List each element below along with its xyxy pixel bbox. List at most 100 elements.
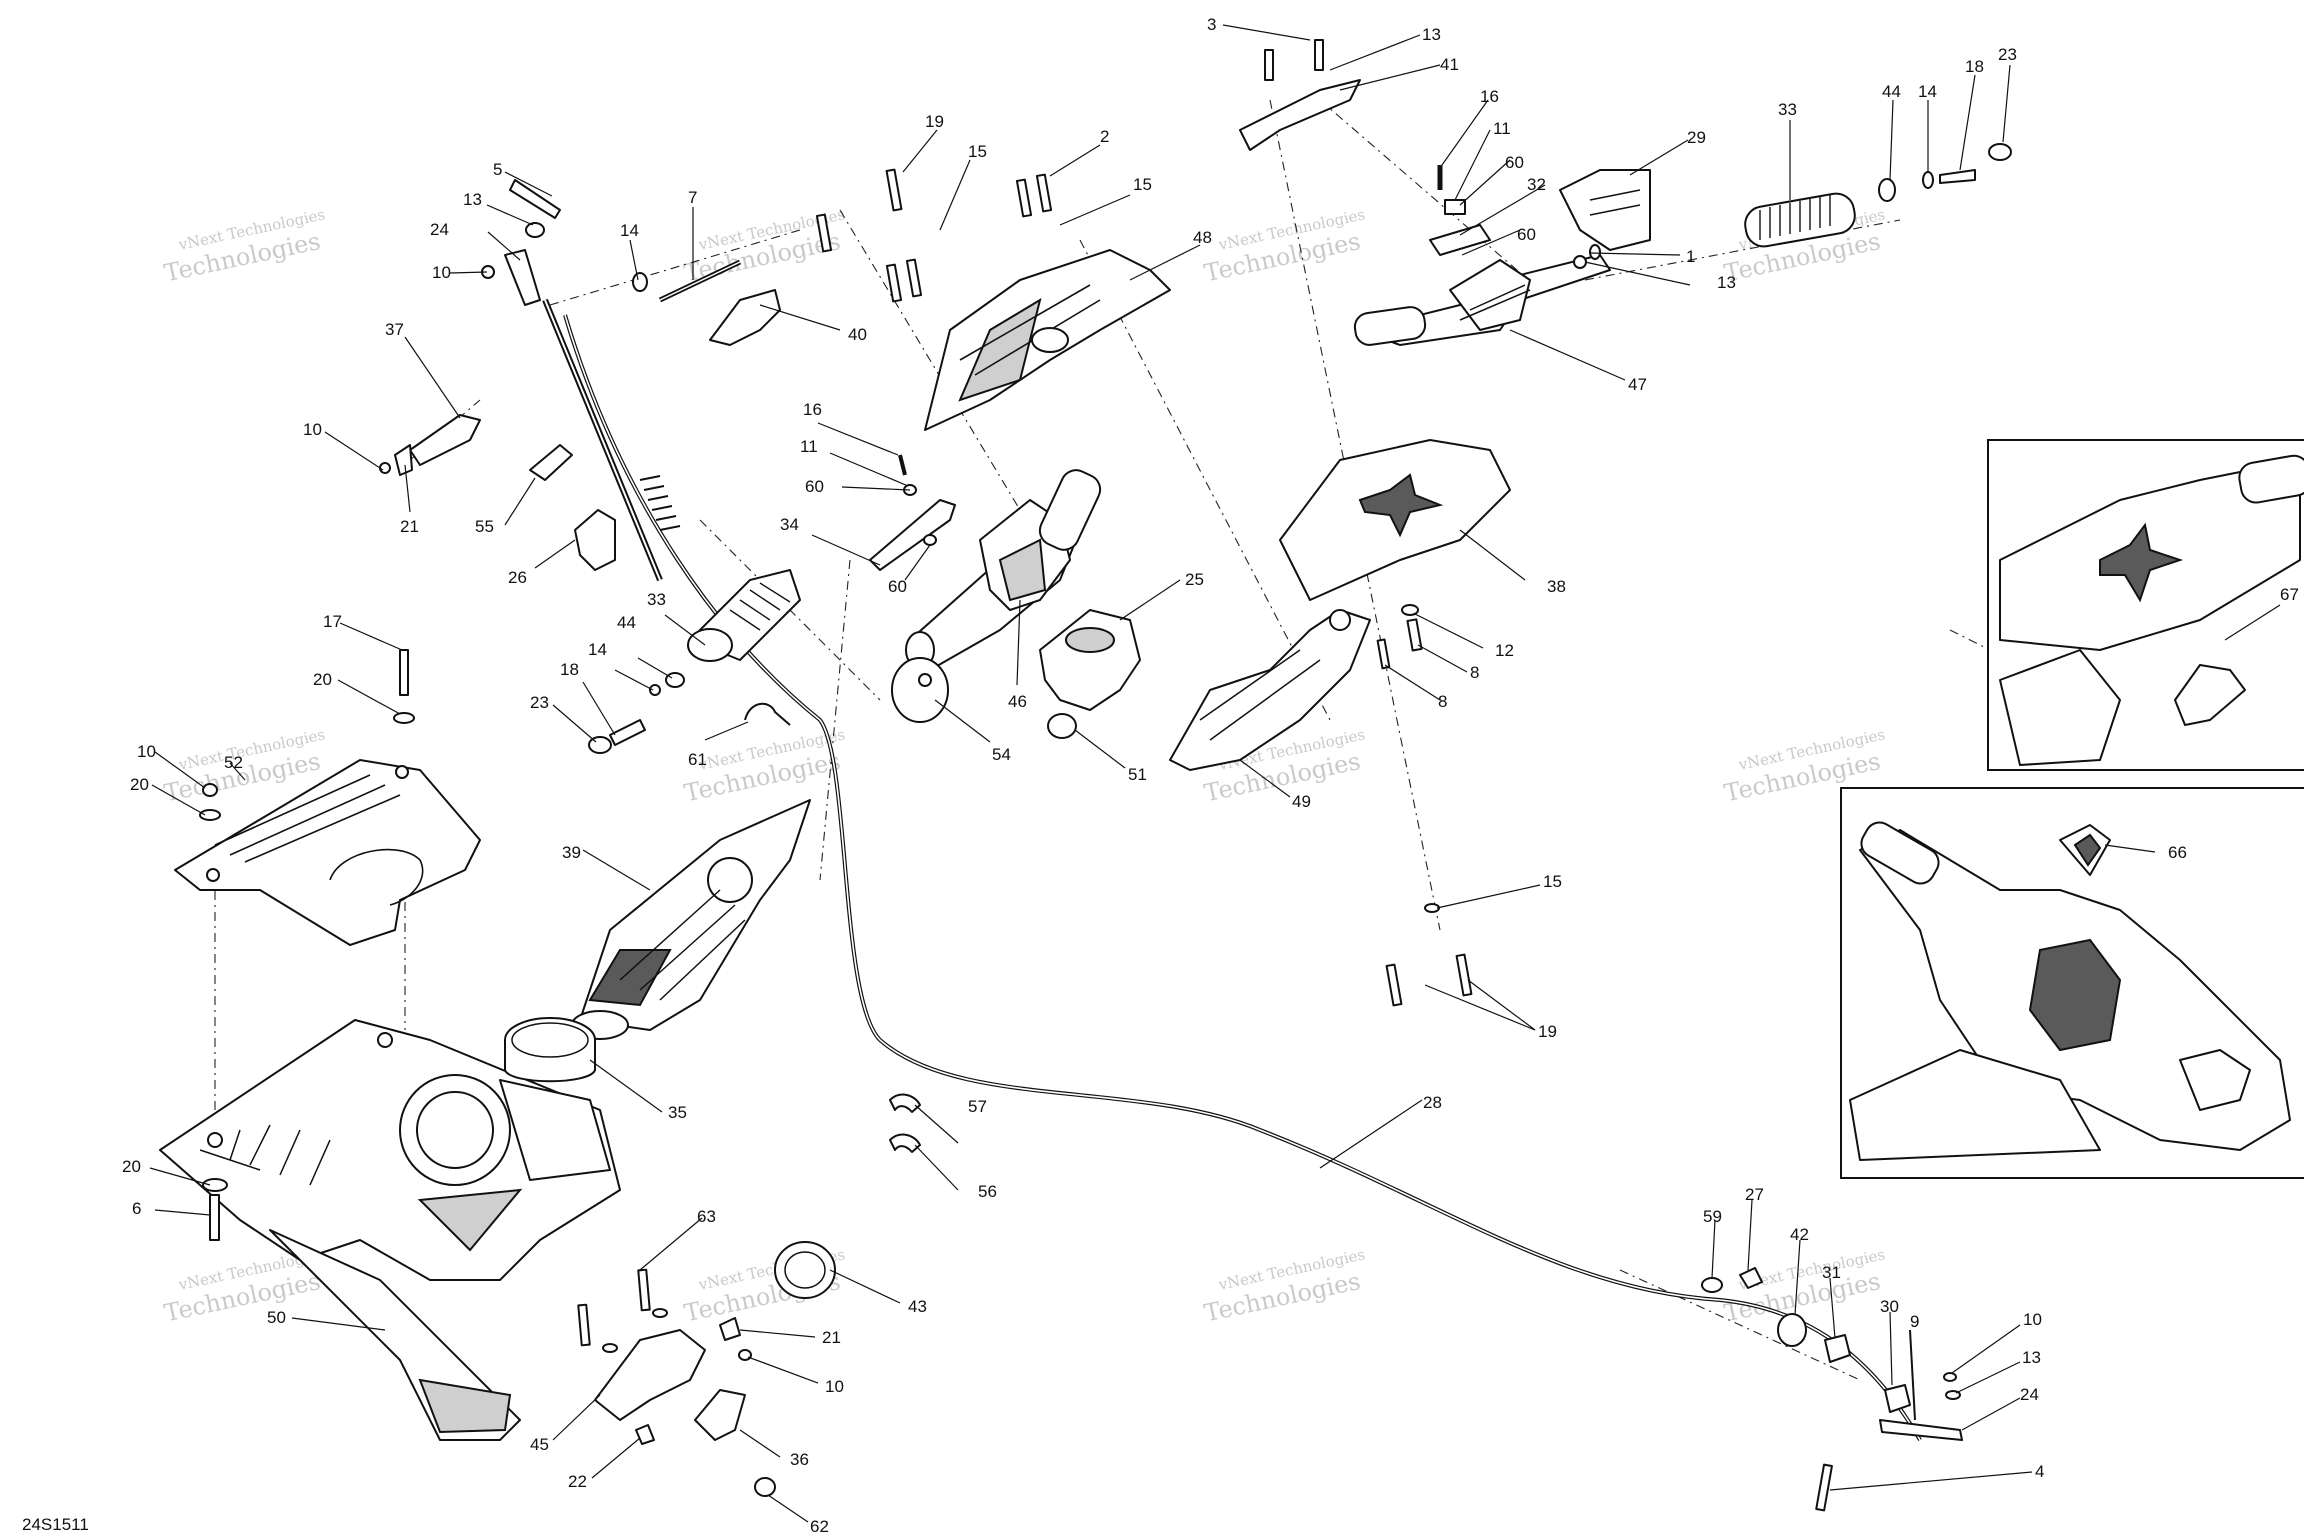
callout-14: 14	[1918, 82, 1937, 101]
callout-31: 31	[1822, 1263, 1841, 1282]
callout-16: 16	[803, 400, 822, 419]
callout-45: 45	[530, 1435, 549, 1454]
callout-27: 27	[1745, 1185, 1764, 1204]
callout-61: 61	[688, 750, 707, 769]
callout-10: 10	[432, 263, 451, 282]
inset-detail-66	[1840, 787, 2304, 1179]
callout-26: 26	[508, 568, 527, 587]
callout-63: 63	[697, 1207, 716, 1226]
callout-11: 11	[800, 437, 818, 456]
callout-34: 34	[780, 515, 799, 534]
callout-30: 30	[1880, 1297, 1899, 1316]
callout-19: 19	[1538, 1022, 1557, 1041]
callout-67: 67	[2280, 585, 2299, 604]
callout-15: 15	[1133, 175, 1152, 194]
callout-57: 57	[968, 1097, 987, 1116]
cable-spring	[639, 475, 681, 531]
bushing-ring	[504, 1017, 596, 1083]
callout-54: 54	[992, 745, 1011, 764]
callout-35: 35	[668, 1103, 687, 1122]
callout-17: 17	[323, 612, 342, 631]
callout-50: 50	[267, 1308, 286, 1327]
callout-56: 56	[978, 1182, 997, 1201]
callout-3: 3	[1207, 15, 1216, 34]
callout-43: 43	[908, 1297, 927, 1316]
callout-42: 42	[1790, 1225, 1809, 1244]
throttle-housing-cover	[1559, 169, 1651, 251]
steering-cover	[174, 759, 481, 946]
watermark: vNext Technologies Technologies	[1722, 1245, 1887, 1327]
callout-59: 59	[1703, 1207, 1722, 1226]
callout-44: 44	[617, 613, 636, 632]
inset-detail-67	[1987, 439, 2304, 771]
steering-column	[571, 799, 811, 1040]
callout-62: 62	[810, 1517, 829, 1536]
callout-2: 2	[1100, 127, 1109, 146]
callout-60: 60	[1505, 153, 1524, 172]
steering-support-bracket	[159, 1019, 621, 1441]
callout-40: 40	[848, 325, 867, 344]
callout-13: 13	[2022, 1348, 2041, 1367]
handlebar-bracket	[1169, 609, 1371, 771]
callout-14: 14	[588, 640, 607, 659]
callout-8: 8	[1438, 692, 1447, 711]
callout-38: 38	[1547, 577, 1566, 596]
callout-24: 24	[430, 220, 449, 239]
callout-24: 24	[2020, 1385, 2039, 1404]
small-hardware	[199, 39, 2012, 1512]
callout-29: 29	[1687, 128, 1706, 147]
callout-52: 52	[224, 753, 243, 772]
callout-23: 23	[530, 693, 549, 712]
watermark: vNext Technologies Technologies	[1202, 205, 1367, 287]
callout-22: 22	[568, 1472, 587, 1491]
callout-25: 25	[1185, 570, 1204, 589]
callout-33: 33	[647, 590, 666, 609]
callout-20: 20	[313, 670, 332, 689]
switch-housing	[1039, 609, 1141, 711]
diagram-reference-code: 24S1511	[22, 1515, 89, 1534]
callout-60: 60	[888, 577, 907, 596]
callout-1: 1	[1686, 247, 1695, 266]
switch-disc	[891, 657, 949, 723]
callout-5: 5	[493, 160, 502, 179]
callout-10: 10	[2023, 1310, 2042, 1329]
handlebar-housing	[905, 469, 1102, 671]
callout-9: 9	[1910, 1312, 1919, 1331]
callout-55: 55	[475, 517, 494, 536]
callout-8: 8	[1470, 663, 1479, 682]
callout-32: 32	[1527, 175, 1546, 194]
grommet	[1047, 713, 1077, 739]
callout-13: 13	[463, 190, 482, 209]
callout-19: 19	[925, 112, 944, 131]
callout-7: 7	[688, 188, 697, 207]
watermark: vNext Technologies Technologies	[162, 205, 327, 287]
callout-4: 4	[2035, 1462, 2044, 1481]
callout-18: 18	[560, 660, 579, 679]
handlebar-upper-cover	[924, 249, 1171, 431]
throttle-cable	[542, 298, 1922, 1441]
callout-20: 20	[130, 775, 149, 794]
callout-47: 47	[1628, 375, 1647, 394]
callout-44: 44	[1882, 82, 1901, 101]
watermark: vNext Technologies Technologies	[1202, 1245, 1367, 1327]
callout-23: 23	[1998, 45, 2017, 64]
callout-66: 66	[2168, 843, 2187, 862]
leader-lines	[149, 24, 2281, 1523]
right-handlebar	[1353, 254, 1611, 346]
callout-14: 14	[620, 221, 639, 240]
callout-11: 11	[1493, 119, 1511, 138]
callout-46: 46	[1008, 692, 1027, 711]
callout-60: 60	[805, 477, 824, 496]
callout-6: 6	[132, 1199, 141, 1218]
callout-15: 15	[968, 142, 987, 161]
callout-10: 10	[825, 1377, 844, 1396]
callout-10: 10	[137, 742, 156, 761]
callout-18: 18	[1965, 57, 1984, 76]
right-grip	[1744, 192, 1856, 248]
callout-20: 20	[122, 1157, 141, 1176]
left-grip	[687, 569, 801, 662]
callout-13: 13	[1717, 273, 1736, 292]
callout-37: 37	[385, 320, 404, 339]
callout-33: 33	[1778, 100, 1797, 119]
